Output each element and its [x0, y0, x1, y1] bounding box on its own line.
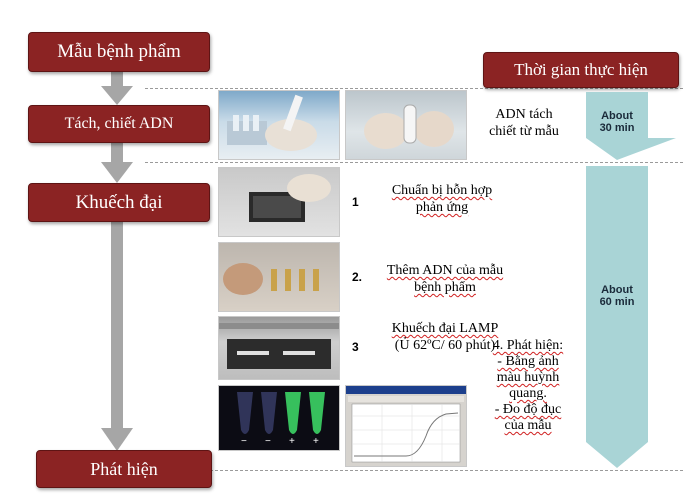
stage-detection-box: Phát hiện [36, 450, 212, 488]
time-arrow-30min [586, 92, 676, 160]
step1-text: Chuẩn bị hỗn hợp phản ứng [391, 183, 493, 215]
time-header-label: Thời gian thực hiện [514, 60, 648, 79]
stage-extraction-label: Tách, chiết ADN [64, 115, 174, 132]
separator-line [145, 162, 683, 163]
tube-sign-4: + [313, 436, 319, 447]
step2-photo [218, 242, 340, 312]
tube-sign-3: + [289, 436, 295, 447]
step3-number: 3 [352, 340, 359, 354]
separator-line [145, 470, 683, 471]
stage-amplification-box: Khuếch đại [28, 183, 210, 222]
time-arrow-30min-label: About 30 min [599, 110, 635, 134]
step3-text: Khuếch đại LAMP (Ủ 62ºC/ 60 phút) [391, 321, 499, 353]
time-arrow-60min [586, 166, 648, 468]
step1-number: 1 [352, 195, 359, 209]
turbidity-graph-screenshot [345, 385, 467, 467]
stage-sample-label: Mẫu bệnh phẩm [57, 41, 181, 62]
stage-extraction-box: Tách, chiết ADN [28, 105, 210, 143]
time-arrow-60min-label: About 60 min [599, 284, 635, 308]
step2-text: Thêm ADN của mẫu bệnh phẩm [386, 263, 504, 295]
extraction-photo-pipette [218, 90, 340, 160]
stage-detection-label: Phát hiện [90, 458, 158, 479]
step1-photo [218, 167, 340, 237]
detection-step-text: 4. Phát hiện: - Bằng ảnh màu huỳnh quang… [492, 338, 564, 433]
extraction-step-text: ADN tách chiết từ mẫu [489, 107, 559, 139]
step2-number: 2. [352, 270, 363, 284]
flow-arrow-1 [101, 70, 133, 105]
tube-sign-2: − [265, 436, 271, 447]
separator-line [145, 88, 683, 89]
step3-photo [218, 316, 340, 380]
tube-sign-1: − [241, 436, 247, 447]
fluorescence-tubes-photo: − − + + [218, 385, 340, 451]
flow-arrow-2 [101, 140, 133, 183]
time-header-box: Thời gian thực hiện [483, 52, 679, 88]
extraction-photo-tube [345, 90, 467, 160]
stage-sample-box: Mẫu bệnh phẩm [28, 32, 210, 72]
flow-arrow-3 [101, 218, 133, 451]
stage-amplification-label: Khuếch đại [75, 191, 163, 213]
